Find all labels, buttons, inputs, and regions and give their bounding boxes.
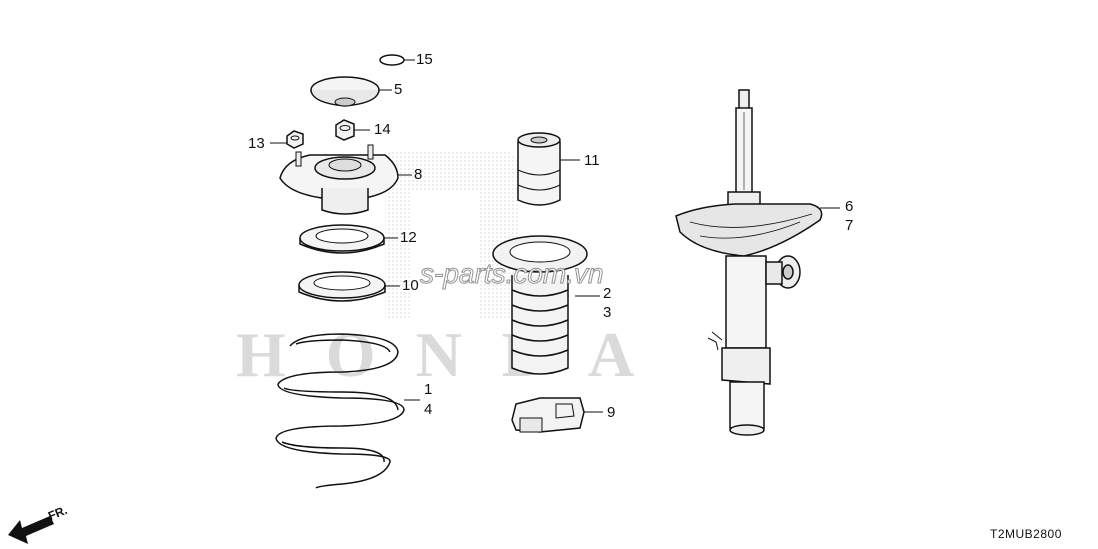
upper-mount-part-8[interactable] [279, 144, 412, 215]
coil-spring-part-1-4[interactable] [275, 333, 420, 489]
callout-8[interactable]: 8 [414, 166, 423, 183]
nut-part-13[interactable] [270, 130, 304, 149]
clamp-part-9[interactable] [511, 397, 603, 433]
bump-stop-part-11[interactable] [517, 132, 580, 206]
bearing-part-12[interactable] [299, 224, 398, 254]
callout-12[interactable]: 12 [400, 229, 417, 246]
strut-assembly-part-6-7[interactable] [675, 89, 840, 436]
o-ring-part-15[interactable] [379, 54, 415, 66]
callout-1[interactable]: 1 [424, 381, 433, 398]
callout-2[interactable]: 2 [603, 285, 612, 302]
diagram-code: T2MUB2800 [990, 527, 1062, 541]
callout-14[interactable]: 14 [374, 121, 391, 138]
callout-10[interactable]: 10 [402, 277, 419, 294]
honda-logo-watermark [385, 150, 520, 320]
callout-11[interactable]: 11 [584, 152, 600, 169]
callout-6[interactable]: 6 [845, 198, 854, 215]
front-arrow-icon [8, 516, 54, 544]
cap-part-5[interactable] [310, 76, 392, 107]
callout-4[interactable]: 4 [424, 401, 433, 418]
callout-15[interactable]: 15 [416, 51, 433, 68]
spring-seat-part-10[interactable] [298, 271, 400, 302]
callout-5[interactable]: 5 [394, 81, 403, 98]
callout-7[interactable]: 7 [845, 217, 854, 234]
callout-3[interactable]: 3 [603, 304, 612, 321]
nut-part-14[interactable] [335, 119, 370, 141]
callout-13[interactable]: 13 [248, 135, 265, 152]
dust-boot-part-2-3[interactable] [492, 235, 600, 375]
callout-9[interactable]: 9 [607, 404, 616, 421]
